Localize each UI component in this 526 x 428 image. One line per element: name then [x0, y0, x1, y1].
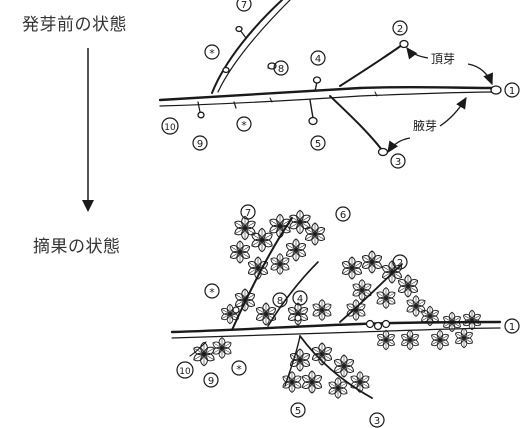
number-badge-7-after: 7 — [240, 204, 256, 220]
number-badge-8-after: 8 — [272, 292, 288, 308]
bud-numbers-bottom: 1 2 3 4 5 6 7 8 9 10 * * — [176, 204, 520, 428]
branch-after — [170, 217, 502, 399]
number-badge-10: 10 — [161, 117, 179, 135]
svg-text:*: * — [209, 286, 215, 299]
star-badge-upper-after: * — [204, 283, 220, 299]
annotation-arrows-top — [387, 46, 493, 154]
number-badge-9-after: 9 — [203, 372, 219, 388]
annotation-axillary-bud: 腋芽 — [413, 118, 437, 133]
svg-text:*: * — [236, 363, 242, 376]
svg-text:7: 7 — [241, 0, 247, 11]
number-badge-5-after: 5 — [290, 402, 306, 418]
svg-text:9: 9 — [208, 376, 214, 387]
progress-arrow — [82, 48, 94, 212]
svg-text:2: 2 — [397, 258, 403, 269]
star-badge-lower: * — [236, 116, 252, 132]
star-badge-upper: * — [204, 44, 220, 60]
svg-text:1: 1 — [509, 86, 515, 97]
svg-text:5: 5 — [295, 406, 301, 417]
number-badge-10-after: 10 — [176, 361, 194, 379]
svg-text:*: * — [209, 47, 215, 60]
bud-numbers-top: 1 2 3 4 5 7 8 9 10 * * — [161, 0, 520, 169]
svg-text:5: 5 — [315, 139, 321, 150]
svg-text:2: 2 — [397, 24, 403, 35]
svg-text:7: 7 — [245, 208, 251, 219]
svg-text:8: 8 — [277, 296, 283, 307]
svg-text:3: 3 — [395, 157, 401, 168]
svg-text:9: 9 — [197, 139, 203, 150]
number-badge-2-after: 2 — [392, 254, 408, 270]
branch-before — [158, 0, 494, 151]
number-badge-4: 4 — [310, 50, 326, 66]
svg-text:10: 10 — [164, 123, 176, 133]
number-badge-5: 5 — [310, 135, 326, 151]
number-badge-6-after: 6 — [335, 206, 351, 222]
svg-text:4: 4 — [297, 294, 303, 305]
number-badge-9: 9 — [192, 135, 208, 151]
number-badge-1-after: 1 — [504, 318, 520, 334]
number-badge-2: 2 — [392, 20, 408, 36]
fruits — [232, 306, 391, 331]
number-badge-3: 3 — [390, 153, 406, 169]
label-after-thinning: 摘果の状態 — [33, 237, 121, 257]
number-badge-8: 8 — [273, 60, 289, 76]
number-badge-4-after: 4 — [292, 290, 308, 306]
svg-text:3: 3 — [374, 416, 380, 427]
svg-text:*: * — [241, 119, 247, 132]
number-badge-7: 7 — [236, 0, 252, 12]
svg-text:6: 6 — [340, 210, 346, 221]
number-badge-3-after: 3 — [369, 412, 385, 428]
svg-text:1: 1 — [509, 322, 515, 333]
buds-before — [197, 25, 502, 157]
number-badge-1: 1 — [504, 82, 520, 98]
annotation-terminal-bud: 頂芽 — [431, 52, 455, 66]
svg-text:8: 8 — [278, 64, 284, 75]
svg-text:10: 10 — [179, 367, 191, 377]
star-badge-lower-after: * — [231, 360, 247, 376]
svg-text:4: 4 — [315, 54, 321, 65]
label-before-germination: 発芽前の状態 — [22, 15, 127, 35]
